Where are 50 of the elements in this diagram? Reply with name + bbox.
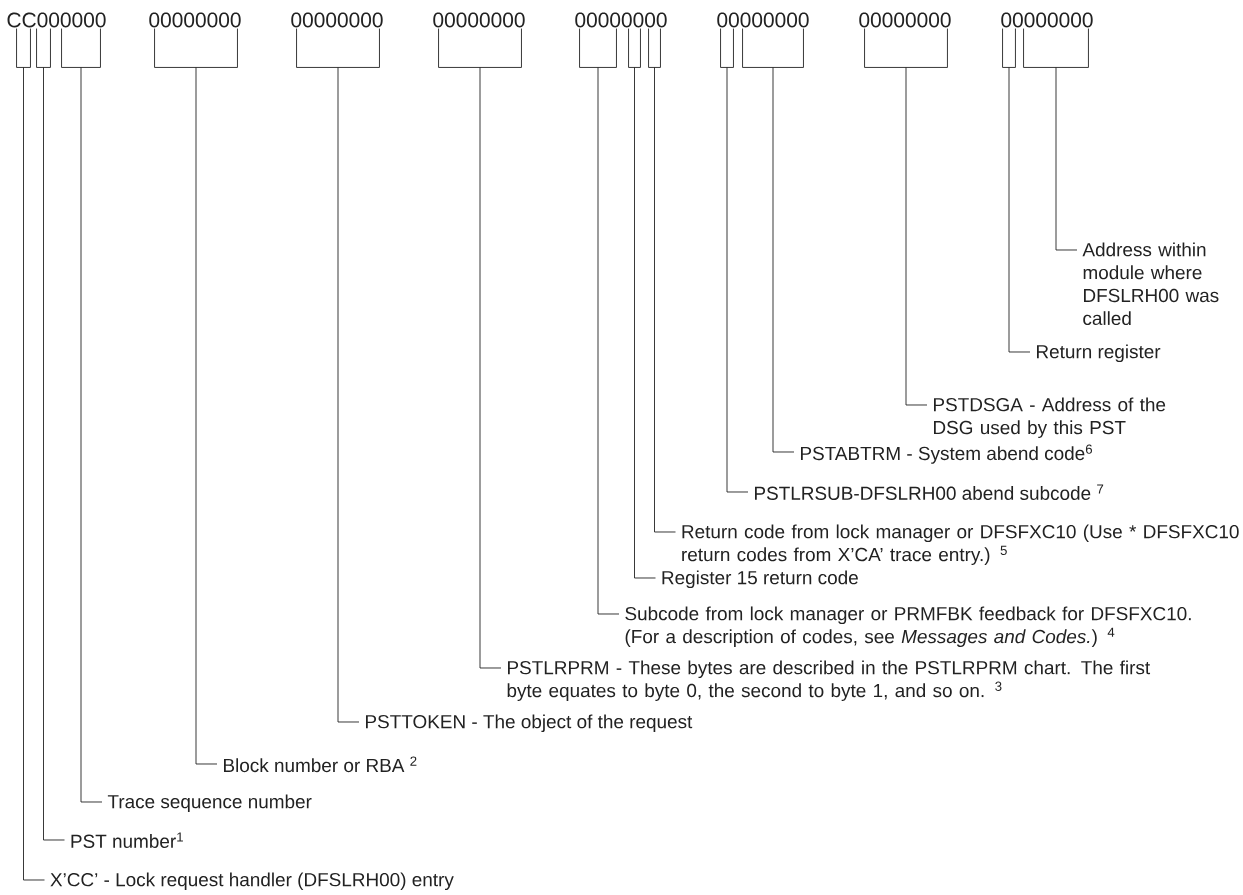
description-text: Subcode from lock manager or PRMFBK feedback for DFSFXC10. (For a description of codes, see Messages and Codes.) $^{4}$	[625, 606, 1191, 647]
hex-word: 00000000	[859, 12, 951, 28]
bracket	[1023, 28, 1089, 68]
leader-line	[479, 67, 502, 669]
description-text: Register 15 return code	[662, 570, 858, 589]
leader-line	[597, 67, 620, 615]
hex-word: 00000000	[149, 12, 241, 28]
description-text: PSTLRPRM - These bytes are described in the PSTLRPRM chart. The first byte equates to byte 0, the second to byte 1, and so on. $^{3}$	[507, 660, 1151, 701]
bracket	[742, 28, 804, 68]
hex-word: 00000000	[291, 12, 383, 28]
bracket	[720, 28, 734, 68]
leader-line	[337, 67, 360, 723]
hex-word: 00000000	[575, 12, 667, 28]
description-text: Address within module where DFSLRH00 was called	[1082, 242, 1219, 326]
leader-line	[654, 67, 676, 533]
description-text: Block number or RBA $^{2}$	[224, 756, 417, 773]
bracket	[61, 28, 101, 68]
leader-line	[23, 67, 45, 881]
bracket	[36, 28, 51, 68]
bracket	[154, 28, 238, 68]
hex-word: 00000000	[1001, 12, 1093, 28]
leader-line	[634, 67, 656, 579]
leader-line	[80, 67, 103, 803]
leader-line	[726, 67, 749, 493]
description-text: Trace sequence number	[107, 794, 312, 813]
bracket	[579, 28, 617, 68]
hex-word: CC000000	[7, 12, 106, 28]
description-text: PSTABTRM - System abend code$^{6}$	[801, 444, 1093, 464]
description-text: Return code from lock manager or DFSFXC10 (Use * DFSFXC10 return codes from X’CA’ trace entry.) $^{5}$	[682, 524, 1239, 565]
bracket	[864, 28, 948, 68]
hex-word: 00000000	[717, 12, 809, 28]
hex-word: 00000000	[433, 12, 525, 28]
leader-line	[905, 67, 928, 406]
leader-line	[772, 67, 795, 453]
leader-line	[1008, 67, 1031, 353]
bracket	[1002, 28, 1016, 68]
leader-line	[43, 67, 65, 841]
description-text: PSTTOKEN - The object of the request	[366, 714, 693, 733]
description-text: PSTLRSUB-DFSLRH00 abend subcode $^{7}$	[755, 484, 1104, 500]
bracket	[296, 28, 380, 68]
bracket	[628, 28, 641, 68]
bracket	[438, 28, 522, 68]
description-text: PST number$^{1}$	[71, 832, 183, 848]
leader-line	[195, 67, 218, 765]
leader-line	[1055, 67, 1078, 251]
description-text: PSTDSGA - Address of the DSG used by this PST	[934, 397, 1166, 438]
description-text: Return register	[1037, 344, 1161, 363]
description-text: X’CC’ - Lock request handler (DFSLRH00) entry	[50, 872, 454, 891]
bracket	[16, 28, 31, 68]
bracket	[648, 28, 661, 68]
